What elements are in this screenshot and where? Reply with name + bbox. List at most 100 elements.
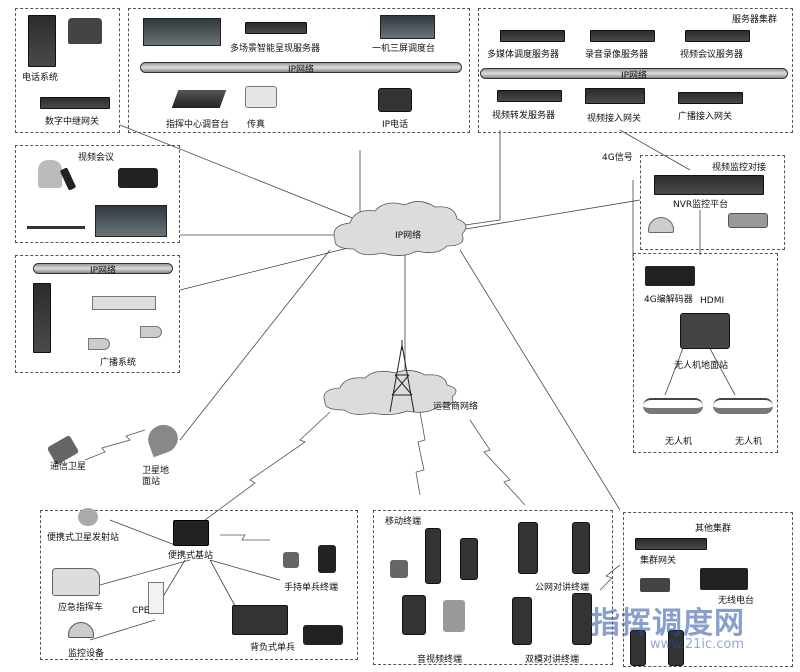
server-cluster-box — [478, 8, 793, 133]
command-ip-network-label: IP网络 — [287, 65, 315, 75]
desk-microphones-icon — [27, 215, 85, 229]
video-access-gateway-device — [585, 88, 645, 104]
av-terminal-icon-2 — [443, 600, 465, 632]
command-console-icon — [171, 90, 227, 108]
fax-label: 传真 — [247, 120, 266, 130]
nvr-device — [654, 175, 764, 195]
mobile-terminals-box — [373, 510, 613, 665]
satellite-ground-station-label: 卫星地面站 — [142, 466, 170, 487]
portable-sat-label: 便携式卫星发射站 — [47, 533, 120, 543]
broadcast-cabinet-icon — [33, 283, 51, 353]
radio-station-icon — [700, 568, 748, 590]
drone-2-label: 无人机 — [735, 437, 763, 447]
backpack-label: 背负式单兵 — [250, 643, 296, 653]
recording-server-label: 录音录像服务器 — [585, 50, 649, 60]
decoder-device — [645, 266, 695, 286]
horn-speaker-icon-2 — [140, 326, 162, 338]
av-terminal-label: 音视频终端 — [417, 655, 463, 665]
emergency-vehicle-icon — [52, 568, 100, 596]
car-radio-icon — [640, 578, 670, 592]
video-access-gateway-label: 视频接入网关 — [587, 114, 642, 124]
public-talk-terminal-icon-2 — [572, 522, 590, 574]
drone-box — [633, 253, 778, 453]
conference-video-wall-icon — [95, 205, 167, 237]
public-talk-label: 公网对讲终端 — [535, 583, 590, 593]
ip-phone-icon — [378, 88, 412, 112]
phone-system-label: 电话系统 — [22, 73, 59, 83]
other-cluster-box — [623, 512, 793, 667]
desk-phone-icon — [68, 18, 102, 44]
public-talk-terminal-icon-1 — [518, 522, 538, 574]
field-box — [40, 510, 358, 660]
multimedia-server-label: 多媒体调度服务器 — [487, 50, 560, 60]
conference-camera-icon — [38, 160, 62, 188]
monitor-label: 监控设备 — [68, 649, 105, 659]
relay-gateway-label: 数字中继网关 — [45, 117, 100, 127]
handheld-terminal-icon — [318, 545, 336, 573]
center-ip-network-label: IP网络 — [395, 231, 422, 241]
multimedia-server-device — [500, 30, 565, 42]
ip-phone-label: IP电话 — [382, 120, 409, 130]
radio-label: 无线电台 — [718, 596, 755, 606]
av-terminal-icon-1 — [402, 595, 426, 635]
command-center-box — [128, 8, 470, 133]
video-forward-server-device — [497, 90, 562, 102]
other-cluster-title: 其他集群 — [695, 524, 732, 534]
cpe-label: CPE — [132, 606, 150, 616]
command-console-label: 指挥中心调音台 — [166, 120, 230, 130]
video-wall-icon — [143, 18, 221, 46]
nvr-label: NVR监控平台 — [673, 200, 729, 210]
watermark-brand: 指挥调度网 — [590, 606, 745, 641]
portable-base-icon — [173, 520, 209, 546]
tower-icon — [389, 340, 415, 413]
radio-terminal-icon-1 — [425, 528, 441, 584]
video-conference-title: 视频会议 — [78, 153, 115, 163]
ground-station-label: 无人机地面站 — [674, 361, 729, 371]
broadcast-ip-network-bar: IP网络 — [33, 263, 173, 276]
server-cabinet-icon — [28, 15, 56, 67]
operator-network-label: 运营商网络 — [433, 402, 479, 412]
dual-mode-terminal-icon-1 — [512, 597, 532, 645]
broadcast-gateway-device — [678, 92, 743, 104]
radio-terminal-icon-2 — [460, 538, 478, 580]
dual-mode-terminal-icon-2 — [572, 593, 592, 645]
cluster-handset-icon-1 — [630, 630, 646, 666]
video-monitoring-title: 视频监控对接 — [712, 163, 767, 173]
broadcast-title: 广播系统 — [100, 358, 137, 368]
fax-icon — [245, 86, 277, 108]
conference-terminal-icon — [118, 168, 158, 188]
portable-sat-icon — [78, 508, 98, 526]
handheld-terminal-label: 手持单兵终端 — [284, 583, 339, 593]
cluster-gateway-label: 集群网关 — [640, 556, 677, 566]
dual-mode-label: 双模对讲终端 — [525, 655, 580, 665]
mobile-terminals-title: 移动终端 — [385, 517, 422, 527]
ground-station-icon — [680, 313, 730, 349]
phone-system-box — [15, 8, 120, 133]
cpe-icon — [148, 582, 164, 614]
ip-cloud — [333, 201, 467, 256]
recording-server-device — [590, 30, 655, 42]
broadcast-ip-network-label: IP网络 — [89, 266, 117, 276]
comm-satellite-label: 通信卫星 — [50, 462, 87, 472]
watermark-url: www.21ic.com — [650, 637, 745, 652]
console-3in1-icon — [380, 15, 435, 39]
server-ip-network-bar: IP网络 — [480, 68, 788, 81]
multiscene-server-device — [245, 22, 307, 34]
video-conf-server-label: 视频会议服务器 — [680, 50, 744, 60]
shoulder-mic-icon-2 — [390, 560, 408, 578]
drone-icon-1 — [643, 398, 703, 414]
decoder-label: 4G编解码器 — [644, 295, 693, 305]
hdmi-label: HDMI — [700, 296, 725, 306]
emergency-vehicle-label: 应急指挥车 — [58, 603, 104, 613]
operator-cloud — [323, 370, 457, 415]
broadcast-amplifier-icon — [92, 296, 156, 310]
command-ip-network-bar: IP网络 — [140, 62, 462, 75]
video-conference-box — [15, 145, 180, 243]
broadcast-box — [15, 255, 180, 373]
multiscene-server-label: 多场景智能呈现服务器 — [230, 44, 321, 54]
server-cluster-title: 服务器集群 — [732, 15, 778, 25]
signal-label: 4G信号 — [602, 153, 633, 163]
portable-base-label: 便携式基站 — [168, 551, 214, 561]
horn-speaker-icon-1 — [88, 338, 110, 350]
video-forward-server-label: 视频转发服务器 — [492, 111, 556, 121]
